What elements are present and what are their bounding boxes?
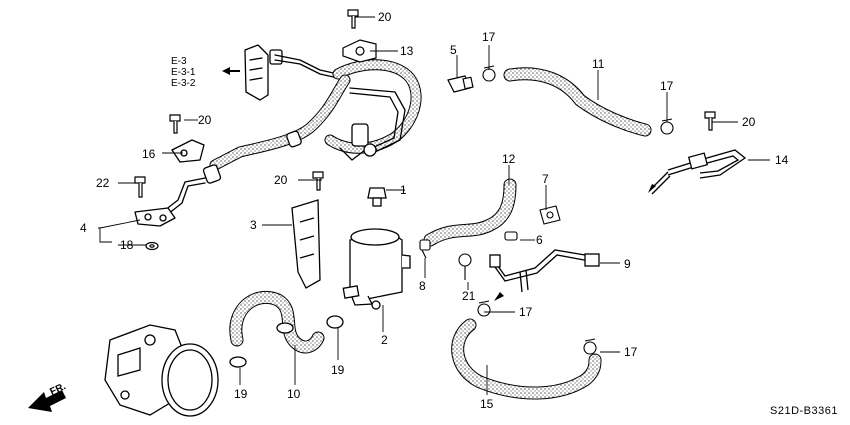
callout-10: 10 <box>287 387 301 401</box>
reference-e3-2[interactable]: E-3-2 <box>171 78 196 89</box>
callout-15: 15 <box>480 397 494 411</box>
suction-hose-10 <box>229 290 325 354</box>
flow-arrow-icon <box>494 292 504 301</box>
callout-14: 14 <box>775 153 789 167</box>
callout-21: 21 <box>462 289 476 303</box>
callout-7: 7 <box>542 172 549 186</box>
reservoir-parts <box>291 187 411 310</box>
callout-5: 5 <box>450 43 457 57</box>
callout-13: 13 <box>400 44 414 58</box>
callout-8: 8 <box>419 279 426 293</box>
callout-6: 6 <box>536 233 543 247</box>
pipe-9 <box>489 249 600 293</box>
front-direction-arrow-icon <box>28 390 66 412</box>
callout-20c: 20 <box>274 173 288 187</box>
diagram-code: S21D-B3361 <box>770 405 838 417</box>
fitting-5 <box>447 75 474 93</box>
flow-arrow-icon <box>648 184 656 193</box>
callout-20b: 20 <box>198 113 212 127</box>
callout-22: 22 <box>96 176 110 190</box>
callout-17b: 17 <box>660 79 674 93</box>
callout-11: 11 <box>592 57 605 71</box>
clamp-13 <box>342 39 377 63</box>
callout-12: 12 <box>502 152 516 166</box>
callout-19a: 19 <box>234 387 248 401</box>
return-hose-15 <box>451 318 602 400</box>
return-hose-11 <box>503 67 652 137</box>
pump-assembly <box>104 315 344 417</box>
callout-2: 2 <box>381 333 388 347</box>
reference-e3[interactable]: E-3 <box>171 56 187 67</box>
bolts <box>134 9 716 251</box>
callout-9: 9 <box>624 257 631 271</box>
reference-e3-1[interactable]: E-3-1 <box>171 67 196 78</box>
reference-arrow-icon <box>222 67 230 75</box>
callout-numbers: 1 2 3 4 5 6 7 8 9 10 11 12 13 14 15 16 1… <box>80 10 789 411</box>
callout-17c: 17 <box>519 305 533 319</box>
callout-4: 4 <box>80 221 87 235</box>
callout-17a: 17 <box>482 30 496 44</box>
hose-12-group <box>423 178 517 247</box>
return-pipe-14 <box>649 149 747 195</box>
callout-3: 3 <box>250 218 257 232</box>
callout-20a: 20 <box>378 10 392 24</box>
callout-19b: 19 <box>331 363 345 377</box>
callout-17d: 17 <box>624 345 638 359</box>
callout-16: 16 <box>142 147 156 161</box>
clamps-17 <box>477 65 674 355</box>
leader-lines <box>98 16 770 395</box>
callout-18: 18 <box>120 238 134 252</box>
pressure-hose-assembly <box>134 44 422 227</box>
callout-1: 1 <box>400 183 407 197</box>
small-fittings <box>419 205 561 280</box>
callout-20d: 20 <box>742 115 756 129</box>
